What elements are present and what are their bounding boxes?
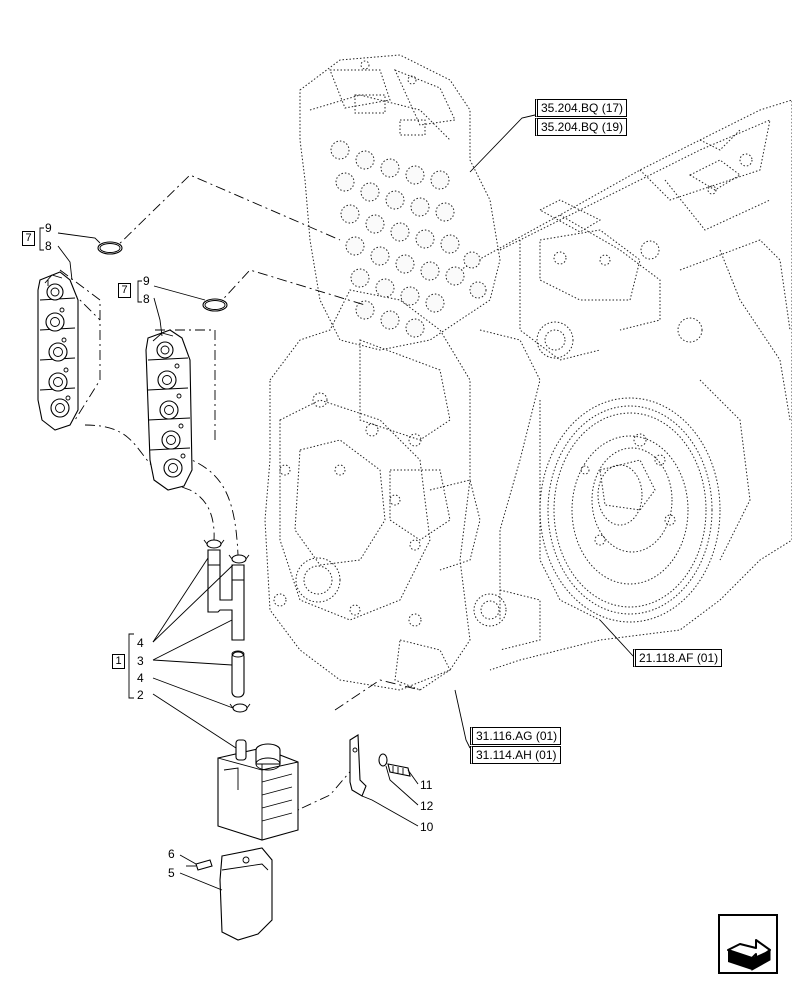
callout-8-left: 8: [45, 239, 52, 253]
straight-hose: [231, 650, 245, 698]
kit-box-1: 1: [112, 654, 125, 669]
bolt-11: [387, 763, 411, 777]
support-bracket-10: [349, 734, 367, 797]
next-page-arrow-icon[interactable]: [718, 914, 778, 974]
transmission-housing: [459, 99, 792, 671]
callout-12: 12: [420, 799, 434, 813]
ref-box-21-118-af-01[interactable]: 21.118.AF (01): [633, 649, 723, 667]
y-hose: [207, 549, 245, 641]
ref-box-35-204-bq-17[interactable]: 35.204.BQ (17): [535, 99, 628, 117]
callout-10: 10: [420, 820, 434, 834]
ref-box-35-204-bq-19[interactable]: 35.204.BQ (19): [535, 118, 628, 136]
callout-9-right: 9: [143, 274, 150, 288]
washer-12: [378, 753, 388, 767]
assembly-lines: [59, 174, 421, 811]
coupler-module-right: [145, 329, 193, 491]
callout-2: 2: [137, 688, 144, 702]
callout-5: 5: [168, 866, 175, 880]
hose-clamp-top-left: [203, 539, 225, 549]
ref-box-31-114-ah-01[interactable]: 31.114.AH (01): [470, 746, 561, 764]
coupler-module-left: [37, 271, 79, 431]
ref-box-31-116-ag-01[interactable]: 31.116.AG (01): [470, 727, 562, 745]
reservoir: [217, 739, 299, 841]
callout-6: 6: [168, 847, 175, 861]
callout-8-right: 8: [143, 292, 150, 306]
front-housing: [264, 289, 541, 691]
o-ring-right: [202, 298, 228, 312]
callout-3: 3: [137, 654, 144, 668]
kit-box-7-right: 7: [118, 283, 131, 298]
bracket: [219, 847, 273, 941]
callout-4-lower: 4: [137, 671, 144, 685]
o-ring-left: [97, 241, 123, 255]
kit-brackets: [39, 227, 142, 699]
screw-6: [186, 859, 213, 871]
flywheel-housing: [539, 397, 721, 623]
callout-4-upper: 4: [137, 636, 144, 650]
control-valve-stack: [299, 54, 501, 351]
callout-11: 11: [420, 778, 433, 792]
kit-box-7-left: 7: [22, 231, 35, 246]
hose-clamp-top-right: [228, 554, 250, 564]
leader-lines: [57, 114, 635, 891]
callout-9-left: 9: [45, 221, 52, 235]
